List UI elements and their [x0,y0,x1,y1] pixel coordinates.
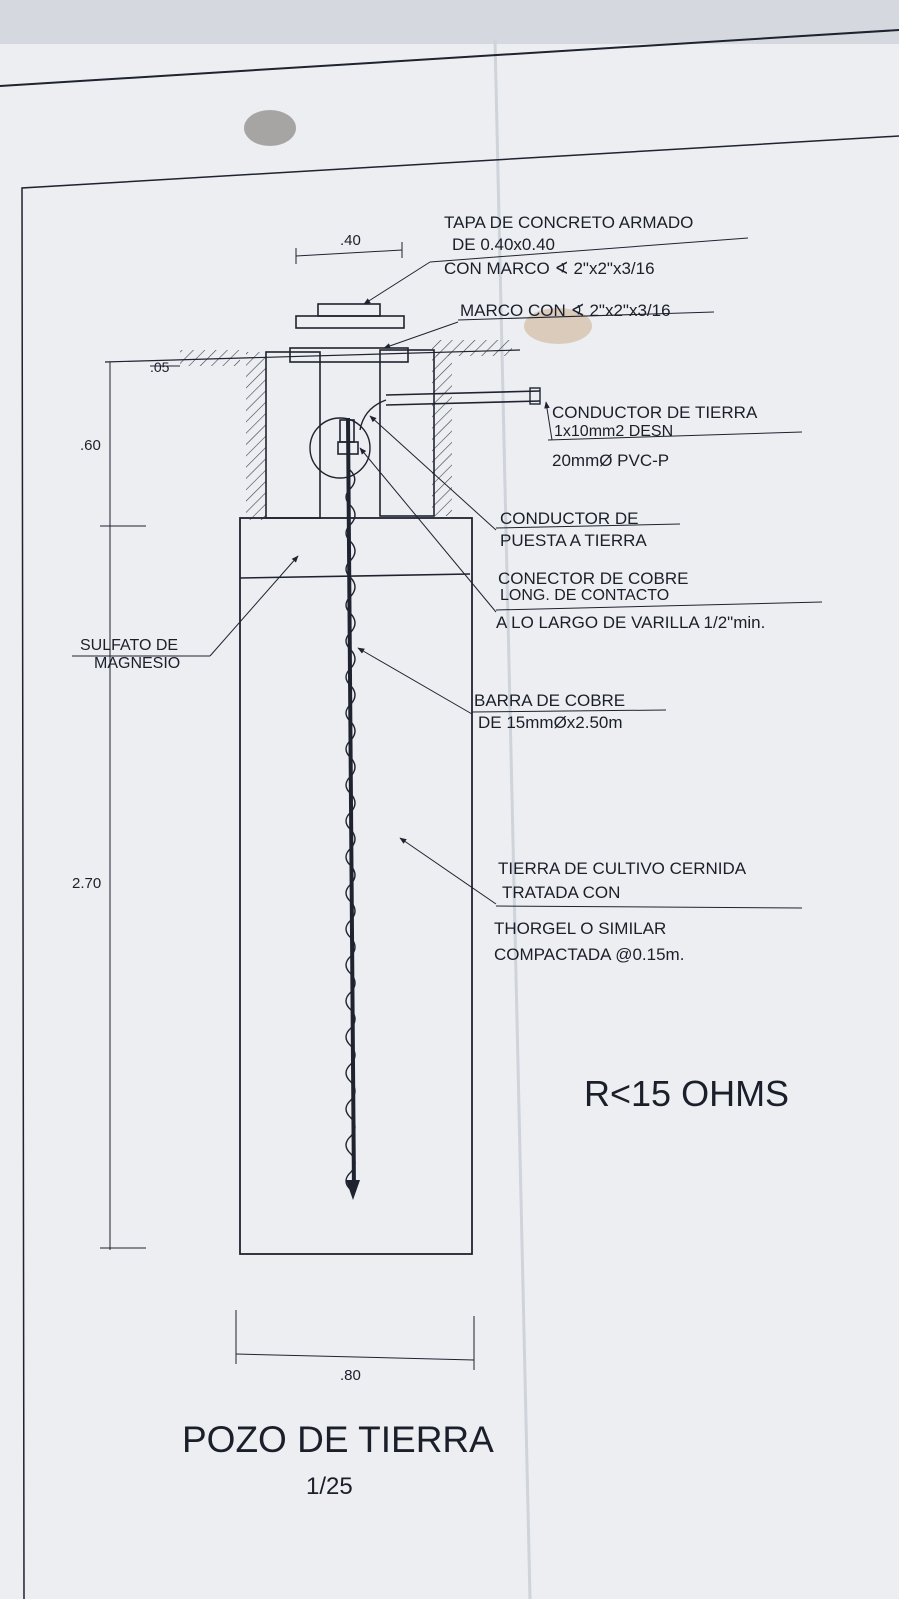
label-tapa-3: CON MARCO ∢ 2"x2"x3/16 [444,259,655,278]
label-tierra-3: THORGEL O SIMILAR [494,919,666,938]
leader-tapa [363,261,431,305]
label-tapa-2: DE 0.40x0.40 [452,235,555,254]
label-tierra-4: COMPACTADA @0.15m. [494,945,684,964]
dimension-cover-width-text: .40 [340,232,361,249]
underline-tierra [495,905,803,909]
cover-handle [317,303,381,317]
dimension-lower-depth: 2.70 [72,875,101,892]
concrete-wall-right [379,349,435,517]
label-barra-2: DE 15mmØx2.50m [478,713,623,732]
soil-hatch-wall-right [432,352,452,516]
label-tierra-1: TIERRA DE CULTIVO CERNIDA [498,859,747,878]
underline-tapa [429,237,749,263]
grounding-wire-spiral [345,469,356,1191]
copper-rod [346,417,356,1193]
label-conductor-1: CONDUCTOR DE TIERRA [552,403,758,422]
dimension-pit-width [235,1310,475,1370]
stain-mark [244,110,296,146]
drawing-scale: 1/25 [306,1473,353,1500]
underline-conector [495,601,823,611]
leader-conductor [544,401,553,441]
ground-line [104,349,521,363]
label-conector-1: CONECTOR DE COBRE [498,569,689,588]
leader-tierra [399,837,497,905]
label-conector-3: A LO LARGO DE VARILLA 1/2"min. [496,613,765,632]
leader-puesta [369,415,497,531]
label-barra-1: BARRA DE COBRE [474,691,625,710]
underline-marco [457,311,715,321]
underline-conductor [547,431,803,441]
leader-sulfato [209,555,299,657]
leader-barra [357,647,473,715]
magnesium-layer-line [239,573,471,579]
dimension-vertical [100,362,180,1250]
label-tierra-2: TRATADA CON [502,883,620,902]
pipe-end [529,387,541,405]
sheet-border-top [0,29,899,87]
underline-puesta [495,523,681,529]
conductor-bend [359,399,387,431]
paper-sheet [0,40,899,1599]
underline-barra [471,709,667,713]
label-puesta-1: CONDUCTOR DE [500,509,639,528]
soil-hatch-left [180,350,240,366]
label-sulfato-2: MAGNESIO [94,655,180,672]
conductor-pipe [385,390,541,406]
drawing-frame [21,135,899,1599]
rod-top-connector [339,419,355,443]
label-conductor-3: 20mmØ PVC-P [552,451,669,470]
detail-circle [309,417,371,479]
dimension-cover-offset: .05 [150,359,170,375]
dimension-pit-width-text: .80 [340,1367,361,1384]
label-sulfato-1: SULFATO DE [80,637,178,654]
label-conector-2: LONG. DE CONTACTO [500,587,669,604]
drawing-title: POZO DE TIERRA [182,1419,494,1460]
dimension-upper-depth: .60 [80,437,101,454]
leader-conector [359,447,497,613]
leader-marco [383,321,459,349]
dimension-cover-width: .40 [295,232,403,264]
label-tapa-1: TAPA DE CONCRETO ARMADO [444,213,693,232]
label-marco: MARCO CON ∢ 2"x2"x3/16 [460,301,671,320]
label-puesta-2: PUESTA A TIERRA [500,531,647,550]
resistance-note: R<15 OHMS [584,1073,789,1114]
cover-frame [289,347,409,363]
soil-hatch-wall-left [246,352,266,520]
paper-top-strip [0,0,899,44]
pit-body [239,517,473,1255]
label-conductor-2: 1x10mm2 DESN [554,423,673,440]
rod-tip [346,1180,360,1200]
paper-fold-line [493,39,532,1599]
